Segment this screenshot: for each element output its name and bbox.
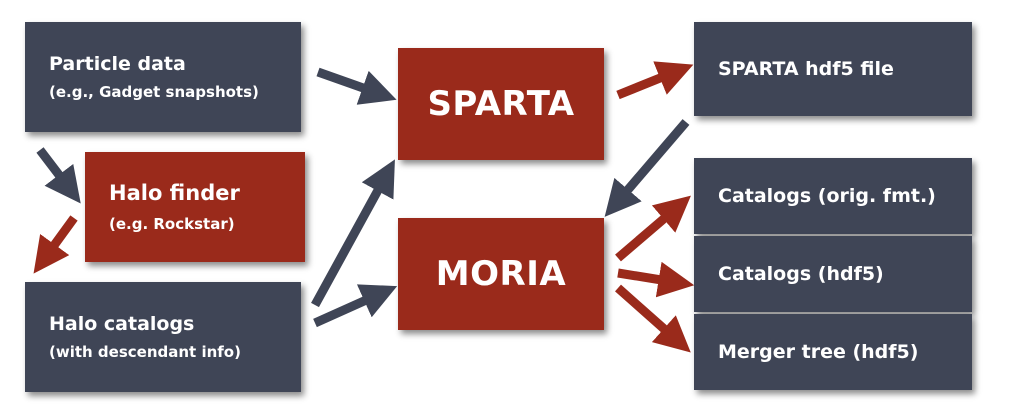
node-merger-tree-title: Merger tree (hdf5) (718, 340, 919, 363)
arrow-particle-data-to-halo-finder (36, 147, 81, 204)
node-sparta-file: SPARTA hdf5 file (694, 22, 972, 116)
arrow-moria-to-catalogs-orig (615, 195, 691, 262)
arrow-halo-catalogs-to-moria (313, 284, 398, 328)
node-moria: MORIA (398, 218, 604, 330)
arrow-halo-catalogs-to-sparta (311, 159, 395, 308)
node-halo-finder-subtitle: (e.g. Rockstar) (109, 214, 235, 233)
node-catalogs-orig: Catalogs (orig. fmt.) (694, 158, 972, 234)
node-particle-data: Particle data (e.g., Gadget snapshots) (25, 22, 301, 132)
arrow-sparta-to-sparta-file (616, 61, 694, 100)
node-sparta: SPARTA (398, 48, 604, 160)
node-catalogs-hdf5-title: Catalogs (hdf5) (718, 262, 884, 285)
node-halo-catalogs: Halo catalogs (with descendant info) (25, 282, 301, 392)
node-moria-title: MORIA (435, 254, 567, 294)
node-halo-catalogs-title: Halo catalogs (49, 312, 195, 335)
node-halo-finder-title: Halo finder (109, 181, 240, 206)
arrow-particle-data-to-sparta (316, 67, 397, 105)
node-catalogs-orig-title: Catalogs (orig. fmt.) (718, 184, 936, 207)
node-sparta-file-title: SPARTA hdf5 file (718, 57, 894, 80)
node-catalogs-hdf5: Catalogs (hdf5) (694, 236, 972, 312)
node-merger-tree: Merger tree (hdf5) (694, 314, 972, 390)
arrow-sparta-file-to-moria (604, 119, 690, 217)
node-particle-data-subtitle: (e.g., Gadget snapshots) (49, 83, 259, 102)
node-halo-finder: Halo finder (e.g. Rockstar) (85, 152, 305, 262)
node-sparta-title: SPARTA (427, 84, 575, 124)
arrow-moria-to-catalogs-hdf5 (617, 261, 695, 298)
node-halo-catalogs-subtitle: (with descendant info) (49, 343, 241, 362)
arrow-halo-finder-to-halo-catalogs (33, 215, 78, 274)
node-particle-data-title: Particle data (49, 52, 186, 75)
arrow-moria-to-merger-tree (615, 284, 691, 353)
